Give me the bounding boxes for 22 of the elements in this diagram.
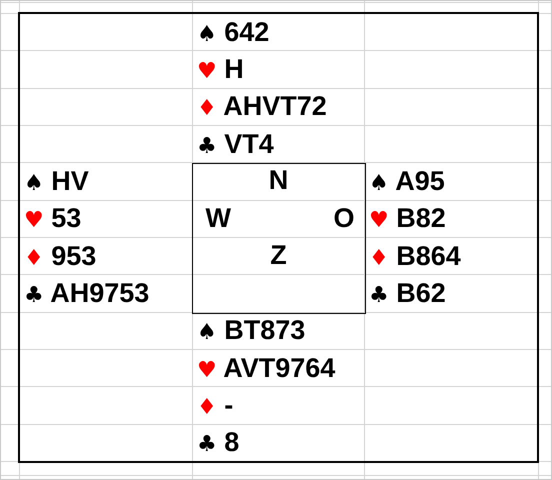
compass-direction: O (333, 202, 354, 233)
card-holding: ♥ 53 (24, 203, 82, 236)
card-holding: ♣ VT4 (197, 128, 274, 161)
deal-frame (18, 12, 539, 463)
compass-direction: N (268, 165, 288, 196)
card-holding: ♦ - (197, 390, 234, 422)
compass-box (192, 162, 366, 314)
card-holding: ♦ AHVT72 (197, 91, 327, 124)
card-holding: ♥ H (197, 54, 244, 86)
card-holding: ♣ B62 (369, 278, 446, 310)
card-holding: ♠ 642 (197, 16, 270, 49)
card-holding: ♦ B864 (369, 240, 461, 273)
card-holding: ♠ BT873 (197, 315, 306, 348)
card-holding: ♠ HV (24, 166, 89, 198)
card-holding: ♥ AVT9764 (197, 352, 336, 385)
card-holding: ♠ A95 (369, 166, 445, 198)
card-holding: ♥ B82 (369, 203, 446, 236)
card-holding: ♦ 953 (24, 240, 96, 273)
compass-direction: W (206, 202, 231, 233)
compass-direction: Z (270, 240, 287, 270)
card-holding: ♣ 8 (197, 427, 240, 460)
card-holding: ♣ AH9753 (24, 278, 150, 310)
